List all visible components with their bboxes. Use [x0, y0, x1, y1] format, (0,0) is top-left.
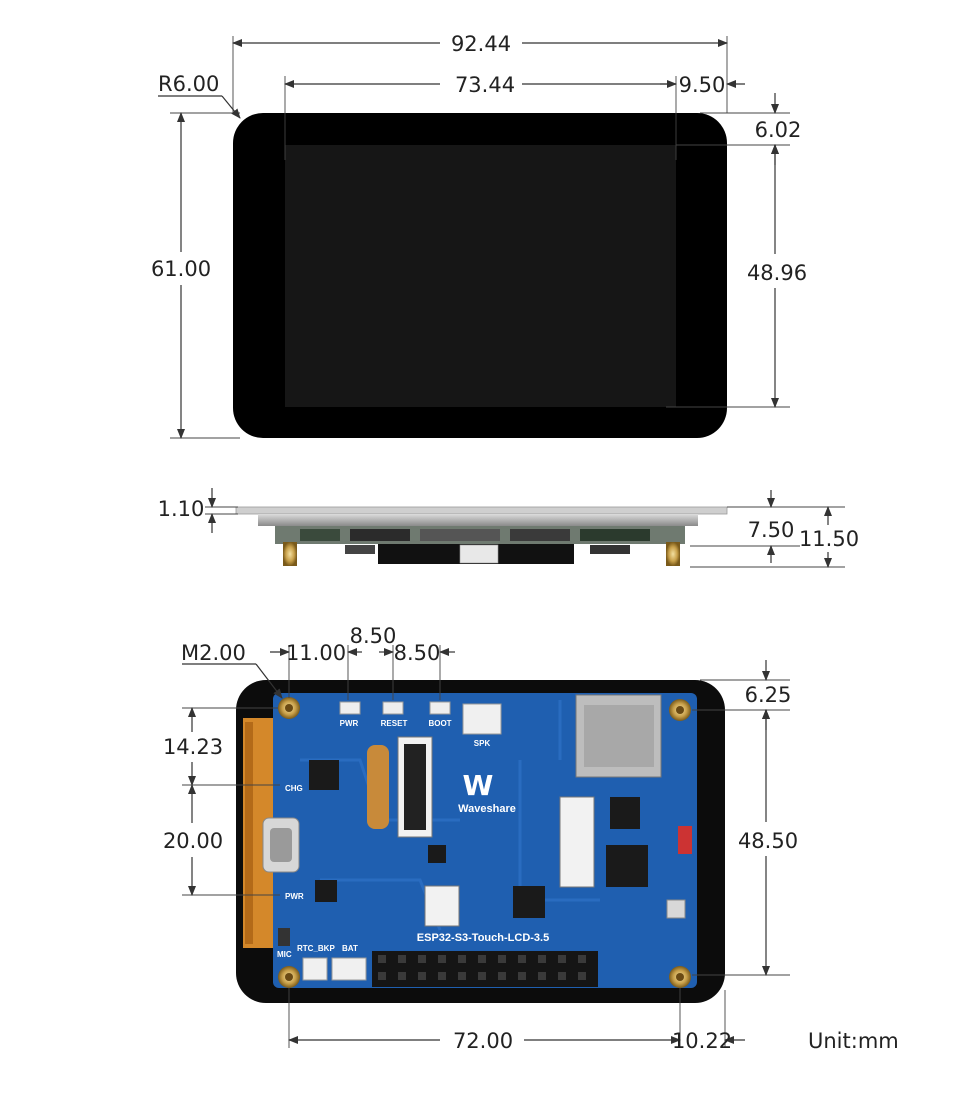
brand-name: Waveshare — [458, 803, 516, 815]
dim-hole-horizontal-spacing: 72.00 — [453, 1029, 513, 1053]
label-reset-button: RESET — [381, 719, 408, 728]
dim-mount-hole: M2.00 — [181, 641, 246, 665]
spk-connector — [462, 703, 502, 735]
unit-label: Unit:mm — [808, 1029, 899, 1053]
side-view: 1.10 7.50 11.50 — [158, 488, 859, 568]
label-board-name: ESP32-S3-Touch-LCD-3.5 — [417, 932, 549, 944]
dim-usb-spacing: 20.00 — [163, 829, 223, 853]
mic-component — [278, 928, 290, 946]
rtc-connector — [302, 957, 328, 981]
dim-screen-width: 73.44 — [455, 73, 515, 97]
dim-right-bezel: 9.50 — [679, 73, 726, 97]
dim-button-pitch-2: 8.50 — [394, 641, 441, 665]
chip-main — [606, 845, 648, 887]
small-fpc-connector — [424, 885, 460, 927]
label-mic: MIC — [277, 950, 292, 959]
label-pwr: PWR — [285, 892, 304, 901]
dim-screen-height: 48.96 — [747, 261, 807, 285]
reset-switch — [382, 701, 404, 715]
dim-total-thickness: 11.50 — [799, 527, 859, 551]
lcd-fpc-connector — [559, 796, 595, 888]
boot-switch — [429, 701, 451, 715]
pwr-switch — [339, 701, 361, 715]
header-pins — [378, 955, 586, 980]
dim-overall-width: 92.44 — [451, 32, 511, 56]
dim-hole-vertical-spacing: 48.50 — [738, 829, 798, 853]
dim-corner-radius: R6.00 — [158, 72, 219, 96]
label-pwr-button: PWR — [340, 719, 359, 728]
dim-button-pitch-1: 8.50 — [350, 624, 397, 648]
side-standoff-left — [283, 542, 297, 566]
back-view: PWR RESET BOOT SPK W Waveshare — [163, 624, 899, 1053]
dim-body-thickness: 7.50 — [748, 518, 795, 542]
bat-connector — [331, 957, 367, 981]
chip-pmu — [309, 760, 339, 790]
label-boot-button: BOOT — [428, 719, 451, 728]
dim-glass-thickness: 1.10 — [158, 497, 205, 521]
chip-imu — [428, 845, 446, 863]
chip-audio — [513, 886, 545, 918]
dim-top-bezel: 6.02 — [755, 118, 802, 142]
front-view: 92.44 73.44 9.50 R6.00 61.00 6.02 48.96 — [151, 32, 807, 439]
dim-top-hole-offset: 6.25 — [745, 683, 792, 707]
chip-flash — [610, 797, 640, 829]
dim-overall-height: 61.00 — [151, 257, 211, 281]
label-spk: SPK — [474, 739, 491, 748]
side-frame — [258, 514, 698, 526]
side-glass — [235, 506, 728, 515]
brand-logo-mark: W — [463, 769, 494, 802]
label-rtc-bkp: RTC_BKP — [297, 944, 335, 953]
label-bat: BAT — [342, 944, 358, 953]
dim-button-offset: 11.00 — [286, 641, 346, 665]
side-standoff-right — [666, 542, 680, 566]
dim-left-hole-offset: 14.23 — [163, 735, 223, 759]
label-chg: CHG — [285, 784, 303, 793]
front-screen — [285, 145, 676, 407]
dim-right-hole-offset: 10.22 — [672, 1029, 732, 1053]
capacitor — [367, 745, 389, 829]
